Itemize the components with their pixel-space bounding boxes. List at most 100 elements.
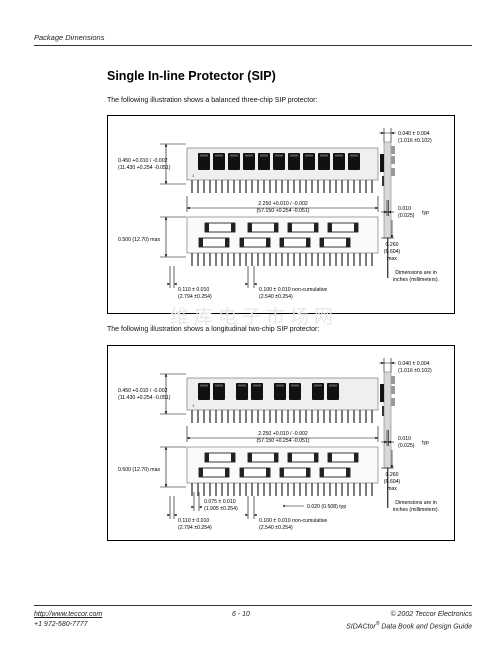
side-view-board <box>383 141 392 239</box>
copyright: © 2002 Teccor Electronics <box>390 611 472 618</box>
lead-pin <box>215 180 217 193</box>
chip-marking <box>320 154 328 157</box>
chip-marking <box>314 384 322 387</box>
figure-2-drawing: 1 0.450 +0.010 / -0.002(11.430 +0.254 -0.… <box>118 358 439 531</box>
arrowhead <box>164 411 168 414</box>
lead-pin <box>203 483 205 496</box>
lead-pin <box>329 483 331 496</box>
website-link[interactable]: http://www.teccor.com <box>34 611 103 618</box>
lead-pin <box>227 180 229 193</box>
lead-pin <box>317 483 319 496</box>
lead-pin <box>221 410 223 423</box>
footer-rule <box>34 605 472 606</box>
lead-pin <box>371 410 373 423</box>
thickness-inches: 0.040 ± 0.004 <box>398 131 430 137</box>
chip-marking <box>350 154 358 157</box>
lead-pin <box>191 483 193 496</box>
lead-offset-inches: 0.110 ± 0.010 <box>178 287 209 293</box>
lead-pin <box>335 180 337 193</box>
surface-chip <box>319 467 351 478</box>
chip-marking <box>215 154 223 157</box>
arrowhead <box>283 504 286 508</box>
page-number: 6 - 10 <box>232 611 250 618</box>
arrowhead <box>199 505 202 509</box>
dimensions-note-line-1: Dimensions are in <box>395 500 437 506</box>
surface-chip <box>319 237 351 248</box>
lead-pin <box>263 180 265 193</box>
height-inches: 0.450 +0.010 / -0.002 <box>118 158 168 164</box>
arrowhead <box>164 217 168 220</box>
lead-pin <box>311 410 313 423</box>
lead-offset-millimeters: (2.794 ±0.254) <box>178 525 212 531</box>
surface-chip <box>327 452 359 463</box>
lead-pin <box>191 253 193 266</box>
pitch-millimeters: (2.540 ±0.254) <box>259 525 293 531</box>
chip-package <box>213 153 225 170</box>
arrowhead <box>254 513 257 517</box>
seated-height-millimeters: (6.604) <box>384 479 401 485</box>
lead-pin <box>221 180 223 193</box>
chip-terminal <box>314 223 318 232</box>
chip-terminal <box>240 238 244 247</box>
chip-terminal <box>231 223 235 232</box>
lead-pin <box>323 410 325 423</box>
chip-terminal <box>274 223 278 232</box>
lead-thickness-millimeters: (0.025) <box>398 443 415 449</box>
chip-package <box>327 383 339 400</box>
chip-package <box>213 383 225 400</box>
arrowhead <box>384 440 387 444</box>
side-view-chip <box>380 154 384 172</box>
lead-pin <box>305 410 307 423</box>
lead-pin <box>275 483 277 496</box>
lead-pin <box>287 483 289 496</box>
chip-package <box>348 153 360 170</box>
chip-terminal <box>328 453 332 462</box>
pad-width-millimeters: (1.905 ±0.254) <box>204 506 238 512</box>
lead-pin <box>227 253 229 266</box>
lead-pin <box>353 410 355 423</box>
lead-pin <box>317 253 319 266</box>
lead-pin <box>191 180 193 193</box>
lead-pin <box>311 180 313 193</box>
arrowhead <box>164 447 168 450</box>
chip-terminal <box>266 238 270 247</box>
lead-pin <box>263 483 265 496</box>
chip-package <box>251 383 263 400</box>
lead-thickness-typ: typ <box>422 440 429 446</box>
lead-pin <box>323 483 325 496</box>
pin-one-marker: 1 <box>192 403 195 408</box>
lead-pin <box>197 410 199 423</box>
surface-chip <box>239 467 271 478</box>
chip-marking <box>329 384 337 387</box>
thickness-millimeters: (1.016 ±0.102) <box>398 368 432 374</box>
arrowhead <box>254 282 257 286</box>
chip-marking <box>200 154 208 157</box>
chip-terminal <box>231 453 235 462</box>
arrowhead <box>191 505 194 509</box>
lead-pin <box>329 180 331 193</box>
chip-package <box>312 383 324 400</box>
surface-chip <box>327 222 359 233</box>
chip-terminal <box>266 468 270 477</box>
height-millimeters: (11.430 +0.254 -0.051) <box>118 395 171 401</box>
chip-package <box>236 383 248 400</box>
arrowhead <box>164 484 168 487</box>
lead-pin <box>311 253 313 266</box>
lead-pin <box>317 410 319 423</box>
gap-label: 0.020 (0.508) typ <box>307 504 346 510</box>
side-view-chip-light <box>391 168 395 176</box>
seated-height-inches: 0.260 <box>386 472 399 478</box>
chip-marking <box>230 154 238 157</box>
lead-pin <box>293 253 295 266</box>
lead-pin <box>197 253 199 266</box>
arrowhead <box>187 436 190 440</box>
lead-pin <box>251 253 253 266</box>
height-inches: 0.450 +0.010 / -0.002 <box>118 388 168 394</box>
arrowhead <box>167 513 170 517</box>
chip-terminal <box>354 223 358 232</box>
lead-offset-inches: 0.110 ± 0.010 <box>178 518 209 524</box>
lead-pin <box>269 483 271 496</box>
lead-pin <box>305 483 307 496</box>
length-inches: 2.250 +0.010 / -0.002 <box>258 431 308 437</box>
